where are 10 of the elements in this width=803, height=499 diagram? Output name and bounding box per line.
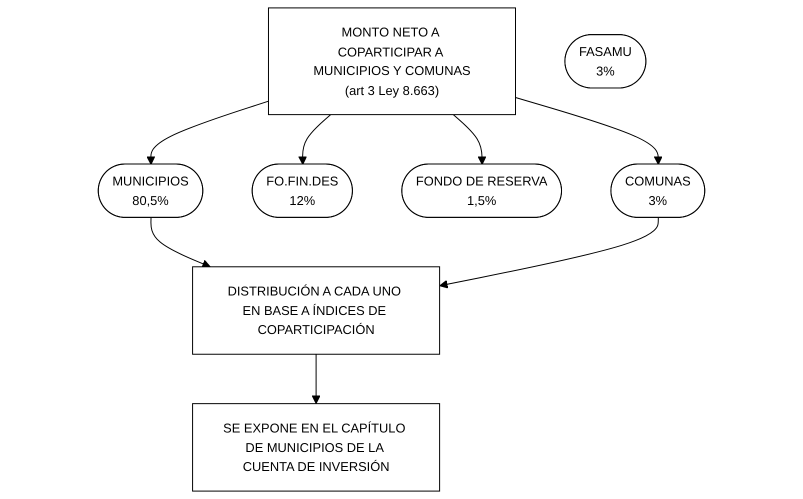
node-box: DISTRIBUCIÓN A CADA UNO EN BASE A ÍNDICES DE COPARTICIPACIÓN xyxy=(192,266,440,355)
node-box: MONTO NETO A COPARTICIPAR A MUNICIPIOS Y COMUNAS (art 3 Ley 8.663) xyxy=(268,7,516,116)
arrow xyxy=(146,100,269,165)
arrow xyxy=(452,114,486,165)
arrow xyxy=(439,217,659,288)
node-box: SE EXPONE EN EL CAPÍTULO DE MUNICIPIOS DE LA CUENTA DE INVERSIÓN xyxy=(192,403,440,492)
arrow xyxy=(150,217,211,268)
arrow xyxy=(298,114,332,165)
arrow xyxy=(312,354,320,404)
arrow xyxy=(515,97,663,165)
